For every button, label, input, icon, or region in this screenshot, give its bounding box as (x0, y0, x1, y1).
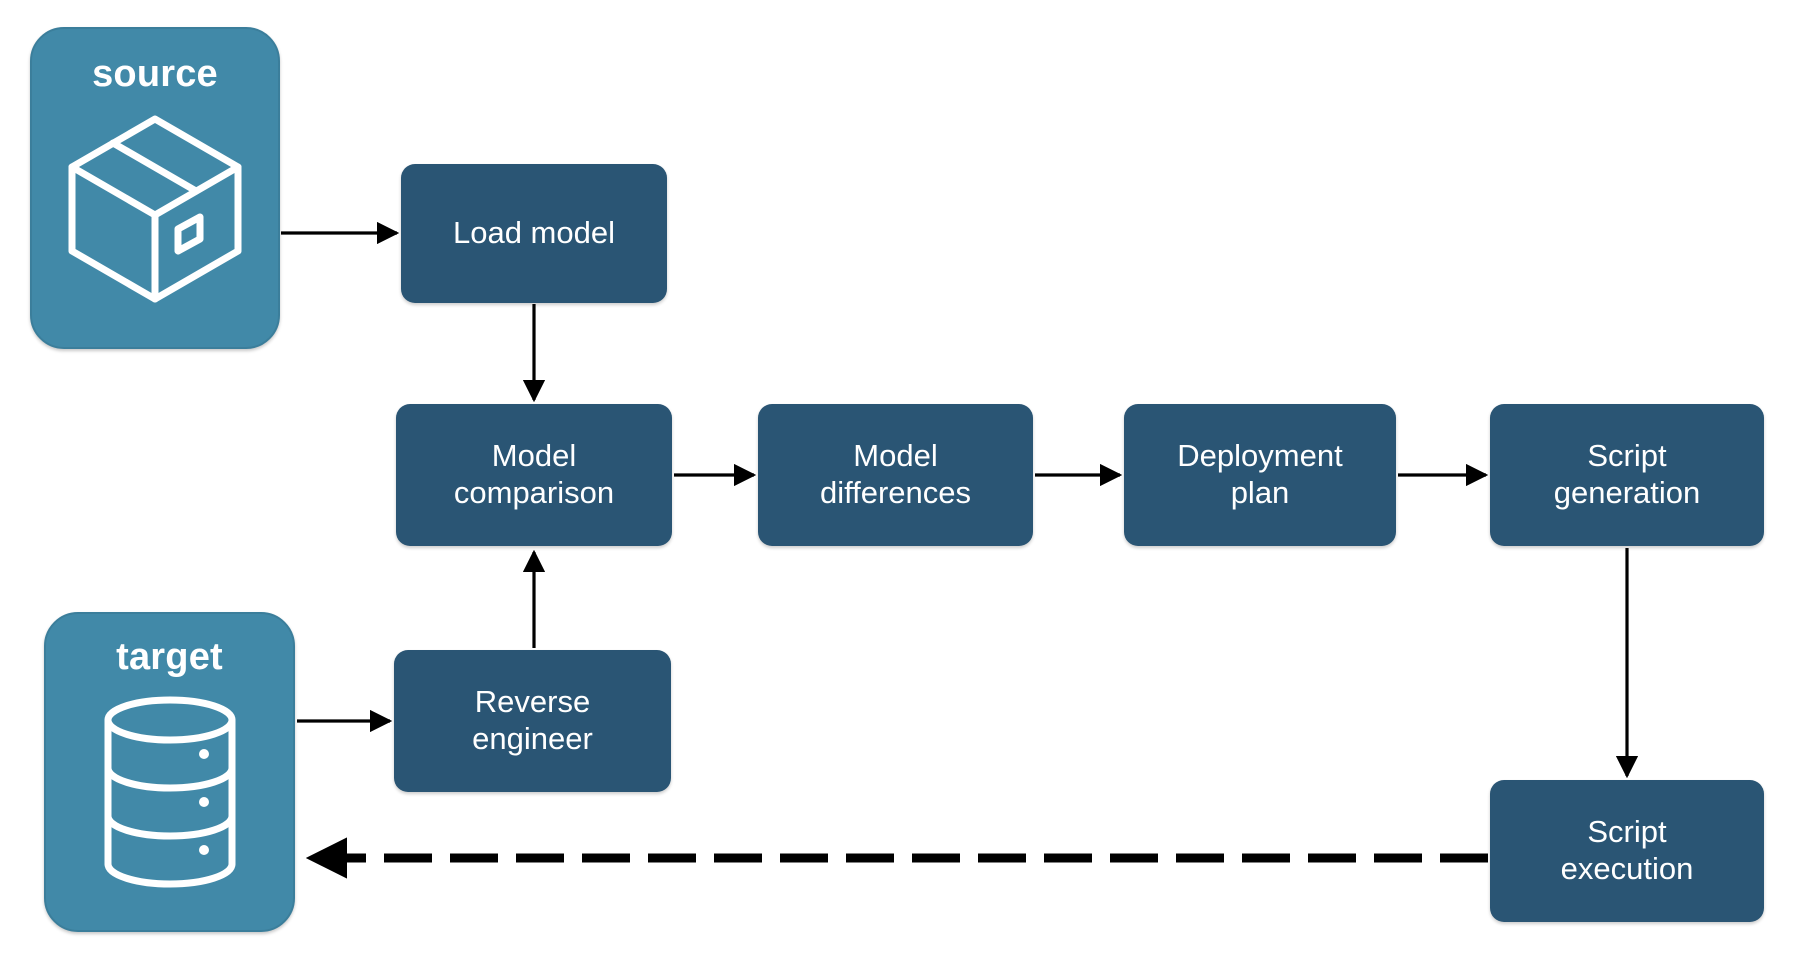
process-box-model-differences-label: Model differences (819, 438, 972, 510)
process-box-model-differences[interactable]: Model differences (758, 404, 1033, 546)
endpoint-target-label: target (116, 636, 223, 678)
endpoint-source[interactable]: source (30, 27, 280, 349)
process-box-model-comparison[interactable]: Model comparison (396, 404, 672, 546)
process-box-script-generation[interactable]: Script generation (1490, 404, 1764, 546)
process-box-deployment-plan[interactable]: Deployment plan (1124, 404, 1396, 546)
process-box-load-model[interactable]: Load model (401, 164, 667, 303)
endpoint-source-label: source (92, 53, 218, 95)
database-cylinder-icon (90, 692, 250, 897)
process-box-script-execution-label: Script execution (1560, 814, 1694, 886)
package-box-icon (60, 107, 250, 312)
process-box-deployment-plan-label: Deployment plan (1177, 438, 1343, 510)
process-box-model-comparison-label: Model comparison (453, 438, 615, 510)
endpoint-target[interactable]: target (44, 612, 295, 932)
process-box-reverse-engineer-label: Reverse engineer (472, 684, 593, 756)
process-box-reverse-engineer[interactable]: Reverse engineer (394, 650, 671, 792)
process-box-script-execution[interactable]: Script execution (1490, 780, 1764, 922)
process-box-load-model-label: Load model (452, 215, 615, 251)
process-box-script-generation-label: Script generation (1553, 438, 1701, 510)
